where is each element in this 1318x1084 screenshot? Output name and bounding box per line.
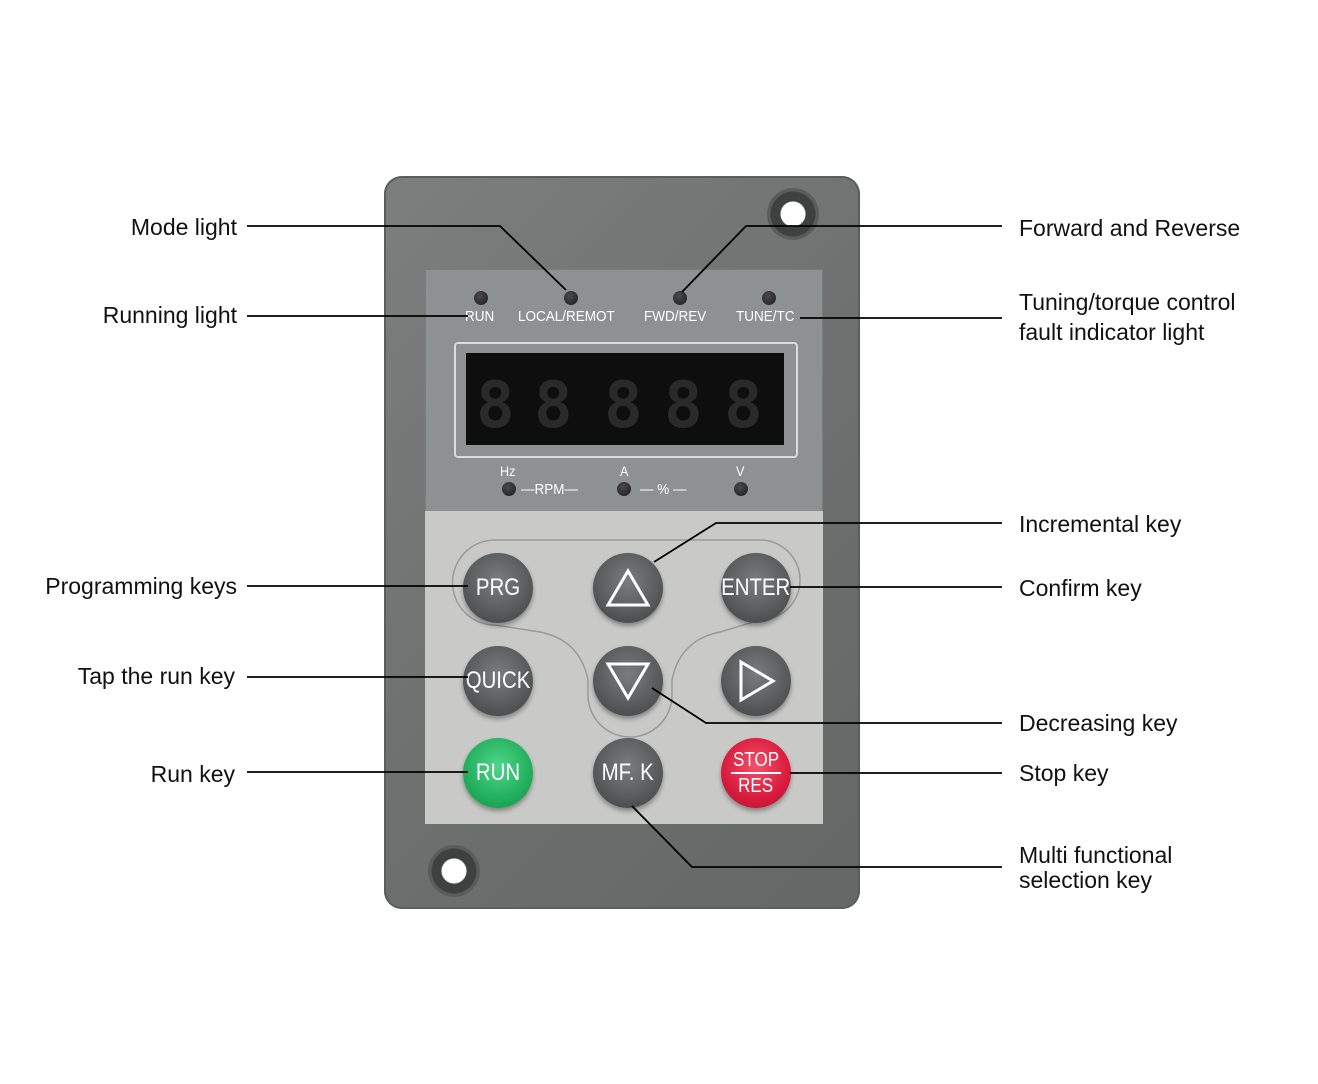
v-led [734, 482, 748, 496]
fwd-rev-led [673, 291, 687, 305]
enter-key-label: ENTER [721, 574, 791, 601]
mf-k-key[interactable]: MF. K [593, 738, 663, 808]
display-digit: 8 [534, 369, 573, 443]
incremental-key-callout: Incremental key [1019, 511, 1182, 537]
quick-key-label: QUICK [465, 667, 531, 694]
stop-key-label: STOP [733, 749, 779, 771]
bottom-mounting-hole [428, 845, 480, 897]
tuning-callout-line2: fault indicator light [1019, 319, 1205, 345]
display-digit: 8 [724, 369, 763, 443]
local-remote-led [564, 291, 578, 305]
percent-unit-label: — % — [640, 481, 687, 498]
fwd-rev-indicator-label: FWD/REV [644, 308, 707, 325]
stop-key-callout: Stop key [1019, 760, 1109, 786]
stop-res-key[interactable]: STOP RES [721, 738, 791, 808]
display-digit: 8 [664, 369, 703, 443]
display-bezel [454, 342, 798, 458]
prg-key[interactable]: PRG [463, 553, 533, 623]
down-arrow-icon [605, 662, 651, 701]
tune-tc-indicator-label: TUNE/TC [736, 308, 795, 325]
right-arrow-icon [739, 659, 776, 703]
programming-keys-callout: Programming keys [45, 573, 237, 599]
decreasing-key-callout: Decreasing key [1019, 710, 1178, 736]
down-key[interactable] [593, 646, 663, 716]
running-light-callout: Running light [102, 302, 237, 328]
forward-reverse-callout: Forward and Reverse [1019, 215, 1241, 241]
run-key-label: RUN [475, 759, 521, 786]
hz-unit-label: Hz [500, 463, 516, 479]
run-key-callout: Run key [150, 761, 235, 787]
tuning-callout-line1: Tuning/torque control [1019, 289, 1236, 315]
hz-led [502, 482, 516, 496]
local-remote-indicator-label: LOCAL/REMOT [518, 308, 615, 325]
top-mounting-hole [767, 188, 819, 240]
shift-right-key[interactable] [721, 646, 791, 716]
confirm-key-callout: Confirm key [1019, 575, 1142, 601]
multi-functional-callout-line1: Multi functional [1019, 842, 1173, 868]
a-unit-label: A [620, 463, 629, 479]
up-arrow-icon [605, 568, 651, 607]
up-key[interactable] [593, 553, 663, 623]
a-led [617, 482, 631, 496]
mode-light-callout: Mode light [130, 214, 237, 240]
run-led [474, 291, 488, 305]
enter-key[interactable]: ENTER [721, 553, 791, 623]
stop-res-divider [731, 772, 781, 774]
rpm-unit-label: —RPM— [521, 481, 579, 498]
multi-functional-callout-line2: selection key [1019, 867, 1152, 893]
run-key[interactable]: RUN [463, 738, 533, 808]
display-digit: 8 [604, 369, 643, 443]
display-digit: 8 [476, 369, 515, 443]
mf-k-key-label: MF. K [601, 759, 655, 786]
res-key-label: RES [738, 775, 774, 797]
tune-tc-led [762, 291, 776, 305]
seven-segment-display [466, 353, 784, 445]
tap-run-key-callout: Tap the run key [77, 663, 235, 689]
run-indicator-label: RUN [465, 308, 495, 325]
prg-key-label: PRG [475, 574, 521, 601]
quick-key[interactable]: QUICK [463, 646, 533, 716]
v-unit-label: V [736, 463, 745, 479]
